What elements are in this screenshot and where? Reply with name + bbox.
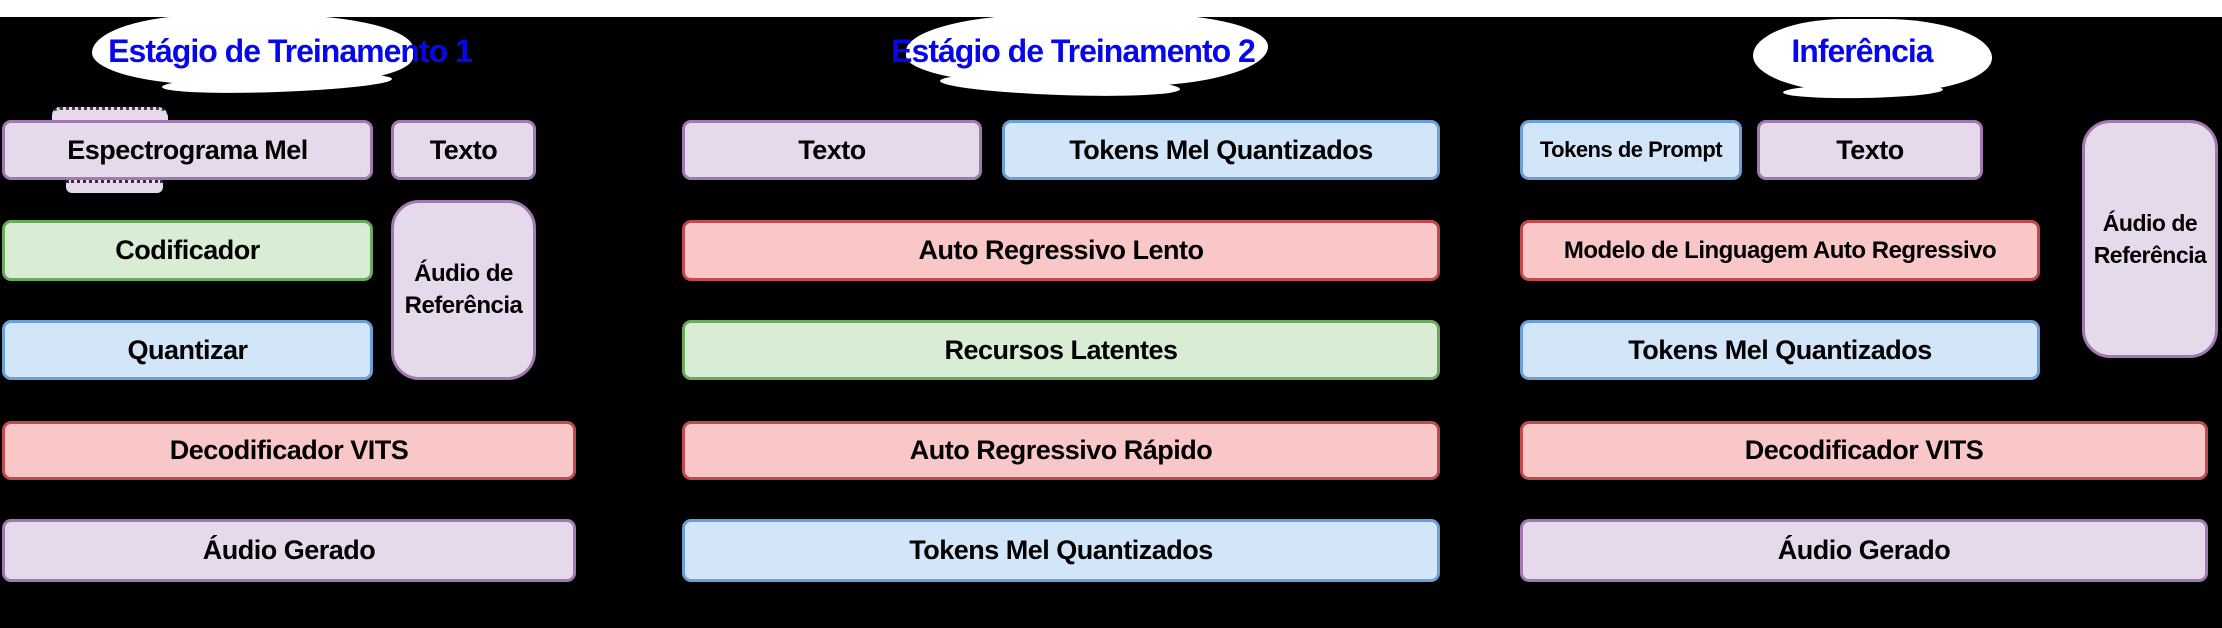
stage2-recursos-latentes-box: Recursos Latentes xyxy=(682,320,1440,380)
inference-tokens-mel-quantizados-box: Tokens Mel Quantizados xyxy=(1520,320,2040,380)
inference-audio-gerado-box: Áudio Gerado xyxy=(1520,519,2208,582)
stage1-espectrograma-mel-box: Espectrograma Mel xyxy=(2,120,373,180)
inference-audio-de-referencia-box: Áudio de Referência xyxy=(2082,120,2218,358)
stage2-texto-box: Texto xyxy=(682,120,982,180)
stage1-texto-box: Texto xyxy=(391,120,536,180)
stage2-auto-regressivo-rapido-box: Auto Regressivo Rápido xyxy=(682,421,1440,480)
stage1-codificador-box: Codificador xyxy=(2,220,373,281)
inference-tokens-de-prompt-box: Tokens de Prompt xyxy=(1520,120,1742,180)
stage1-decodificador-vits-box: Decodificador VITS xyxy=(2,421,576,480)
stage2-title: Estágio de Treinamento 2 xyxy=(891,33,1256,69)
stage1-audio-gerado-box: Áudio Gerado xyxy=(2,519,576,582)
paint-smear-below-espectrograma xyxy=(66,180,163,193)
title-highlight-blob-stage2 xyxy=(906,14,1268,86)
stage1-quantizar-box: Quantizar xyxy=(2,320,373,380)
inference-title: Inferência xyxy=(1791,33,1933,69)
inference-decodificador-vits-box: Decodificador VITS xyxy=(1520,421,2208,480)
title-highlight-blob-stage1 xyxy=(92,15,413,85)
stage2-tokens-mel-quantizados-entrada-box: Tokens Mel Quantizados xyxy=(1002,120,1440,180)
stage2-tokens-mel-quantizados-saida-box: Tokens Mel Quantizados xyxy=(682,519,1440,582)
stage2-auto-regressivo-lento-box: Auto Regressivo Lento xyxy=(682,220,1440,281)
stage1-title: Estágio de Treinamento 1 xyxy=(108,33,473,69)
top-white-strip xyxy=(0,0,2222,17)
stage1-audio-de-referencia-box: Áudio de Referência xyxy=(391,200,536,380)
inference-modelo-linguagem-auto-regressivo-box: Modelo de Linguagem Auto Regressivo xyxy=(1520,220,2040,281)
title-highlight-blob-inference xyxy=(1753,19,1992,92)
inference-texto-box: Texto xyxy=(1757,120,1983,180)
